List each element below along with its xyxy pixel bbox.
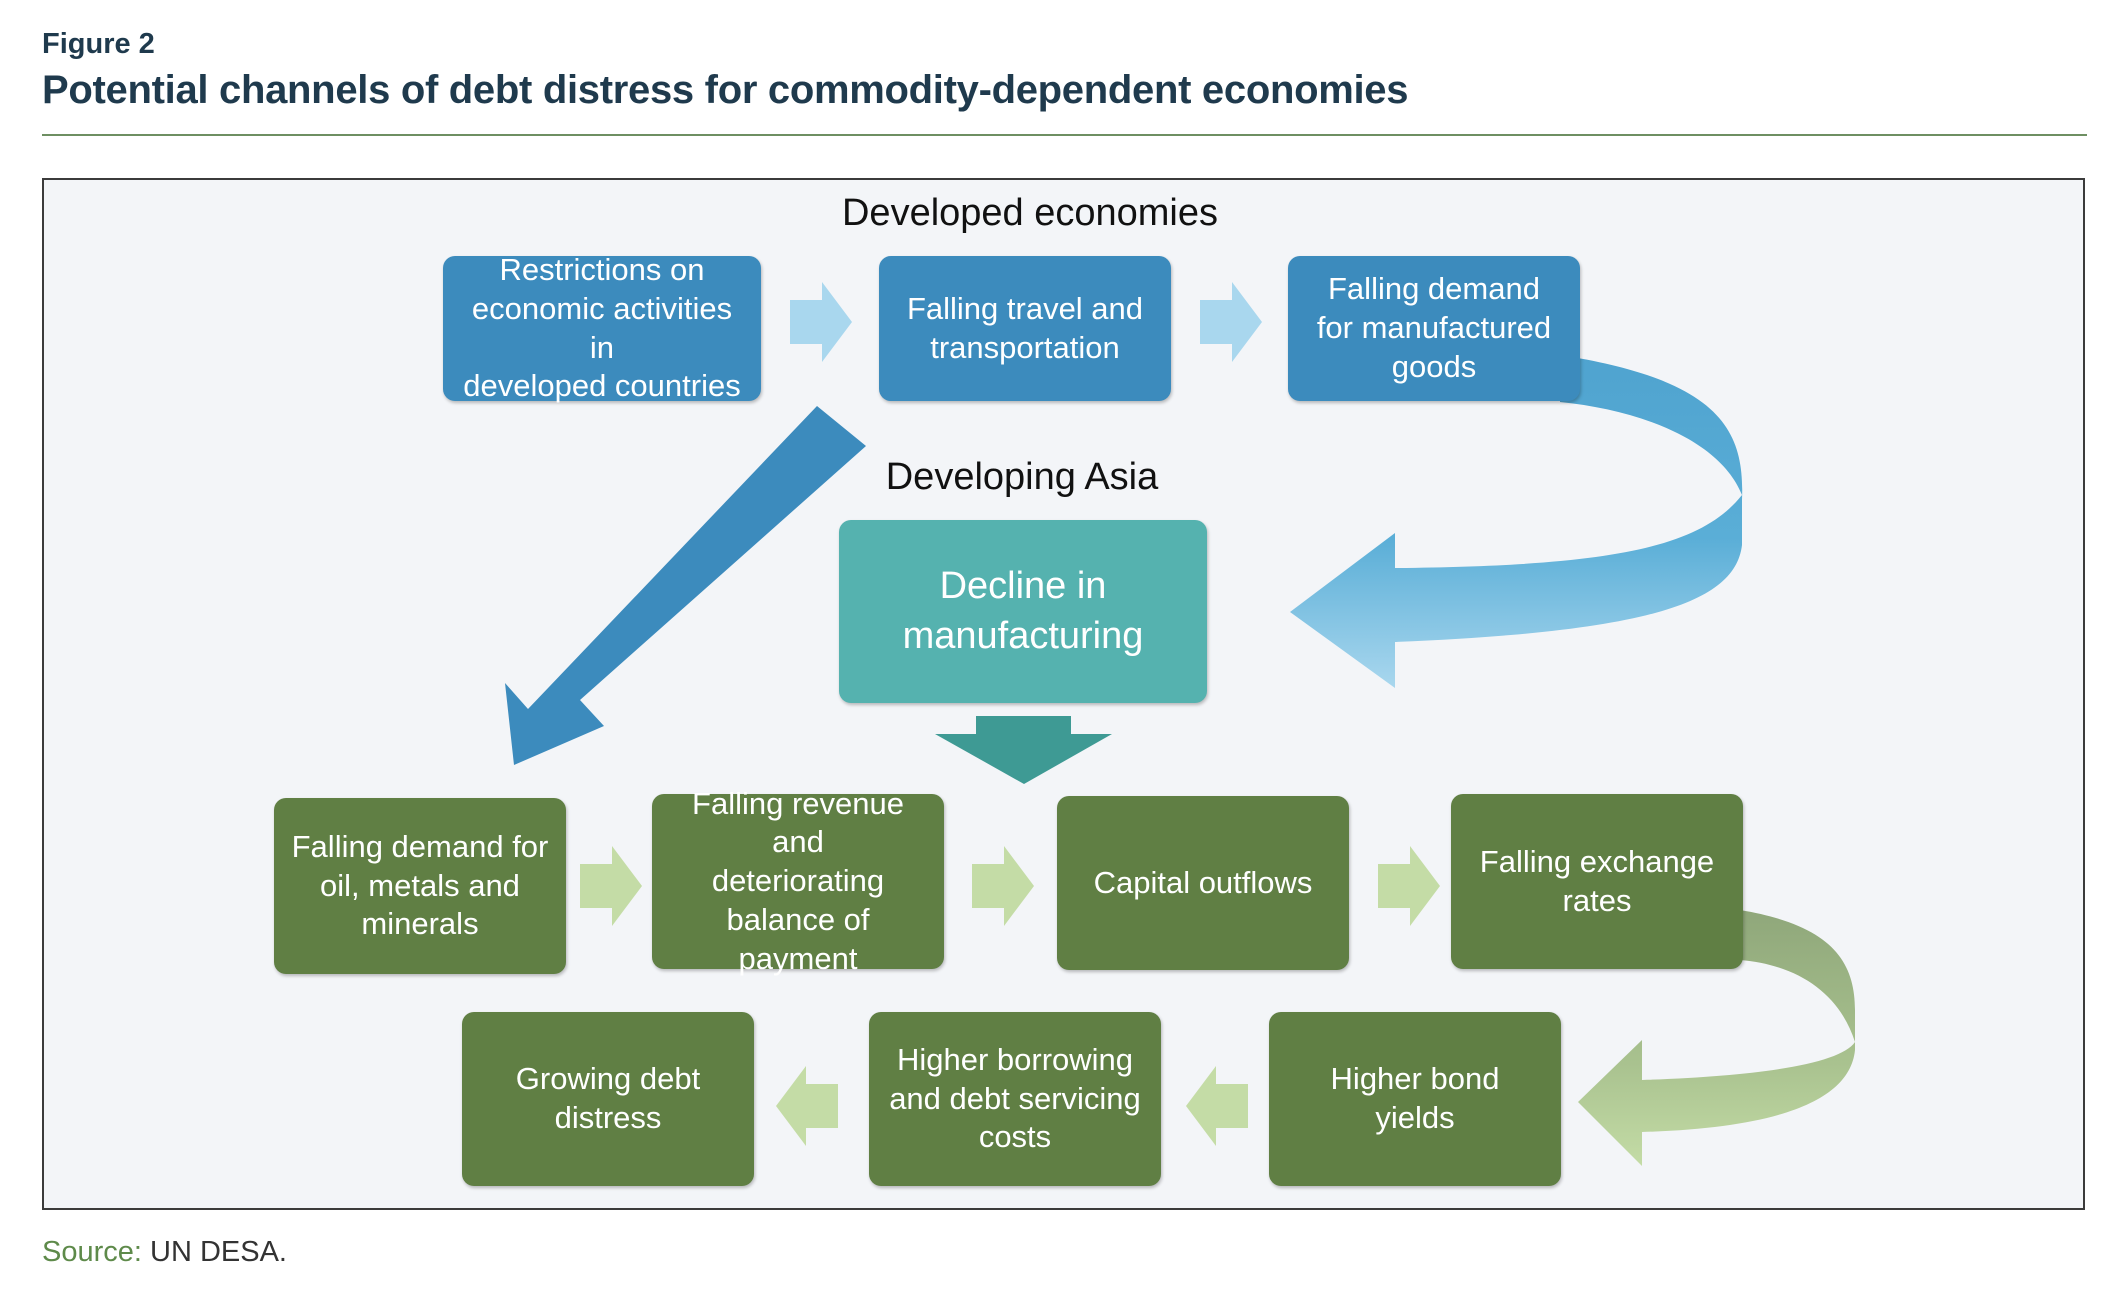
node-falling-exchange-rates: Falling exchange rates bbox=[1451, 794, 1743, 969]
arrow-commodity-to-revenue bbox=[580, 846, 642, 926]
node-falling-commodity-demand-label: Falling demand for oil, metals and miner… bbox=[291, 828, 549, 942]
curved-arrow-to-bond-yields bbox=[1578, 910, 1855, 1166]
node-falling-revenue-label: Falling revenue and deteriorating balanc… bbox=[692, 785, 904, 976]
node-falling-revenue: Falling revenue and deteriorating balanc… bbox=[652, 786, 944, 976]
node-capital-outflows: Capital outflows bbox=[1057, 796, 1349, 970]
node-falling-commodity-demand: Falling demand for oil, metals and miner… bbox=[274, 798, 566, 974]
node-growing-debt-distress: Growing debt distress bbox=[462, 1012, 754, 1186]
node-restrictions: Restrictions on economic activities in d… bbox=[443, 252, 761, 403]
arrow-borrowing-to-distress bbox=[776, 1066, 838, 1146]
node-restrictions-label: Restrictions on economic activities in d… bbox=[463, 252, 741, 404]
node-decline-in-manufacturing-label: Decline in manufacturing bbox=[902, 565, 1144, 657]
node-decline-in-manufacturing: Decline in manufacturing bbox=[839, 520, 1207, 703]
node-growing-debt-distress-label: Growing debt distress bbox=[515, 1061, 701, 1135]
section-developed-economies: Developed economies bbox=[841, 192, 1219, 234]
node-falling-manufactured-demand: Falling demand for manufactured goods bbox=[1288, 256, 1580, 401]
node-falling-exchange-rates-label: Falling exchange rates bbox=[1479, 843, 1715, 918]
node-higher-bond-yields-label: Higher bond yields bbox=[1330, 1061, 1500, 1135]
arrow-manufacturing-down bbox=[935, 716, 1112, 784]
source-note: Source: UN DESA. bbox=[42, 1236, 287, 1269]
arrow-revenue-to-capital bbox=[972, 846, 1034, 926]
node-higher-borrowing: Higher borrowing and debt servicing cost… bbox=[869, 1012, 1161, 1186]
section-developing-asia: Developing Asia bbox=[885, 456, 1159, 498]
node-falling-manufactured-demand-label: Falling demand for manufactured goods bbox=[1316, 271, 1552, 384]
node-higher-bond-yields: Higher bond yields bbox=[1269, 1012, 1561, 1186]
source-label: Source: bbox=[42, 1236, 142, 1268]
arrow-bond-to-borrowing bbox=[1186, 1066, 1248, 1146]
node-capital-outflows-label: Capital outflows bbox=[1093, 864, 1313, 900]
diagonal-arrow-to-commodity-demand bbox=[505, 406, 866, 765]
node-falling-travel-label: Falling travel and transportation bbox=[906, 290, 1144, 365]
curved-arrow-to-manufacturing bbox=[1290, 355, 1743, 688]
arrow-travel-to-manufactured-demand bbox=[1200, 282, 1262, 362]
source-text: UN DESA. bbox=[150, 1236, 287, 1268]
node-higher-borrowing-label: Higher borrowing and debt servicing cost… bbox=[889, 1041, 1141, 1155]
figure-title: Potential channels of debt distress for … bbox=[42, 68, 1409, 112]
figure-label: Figure 2 bbox=[42, 28, 155, 60]
arrow-restrictions-to-travel bbox=[790, 282, 852, 362]
node-falling-travel: Falling travel and transportation bbox=[879, 256, 1171, 401]
arrow-capital-to-exchange bbox=[1378, 846, 1440, 926]
title-divider bbox=[42, 134, 2087, 136]
